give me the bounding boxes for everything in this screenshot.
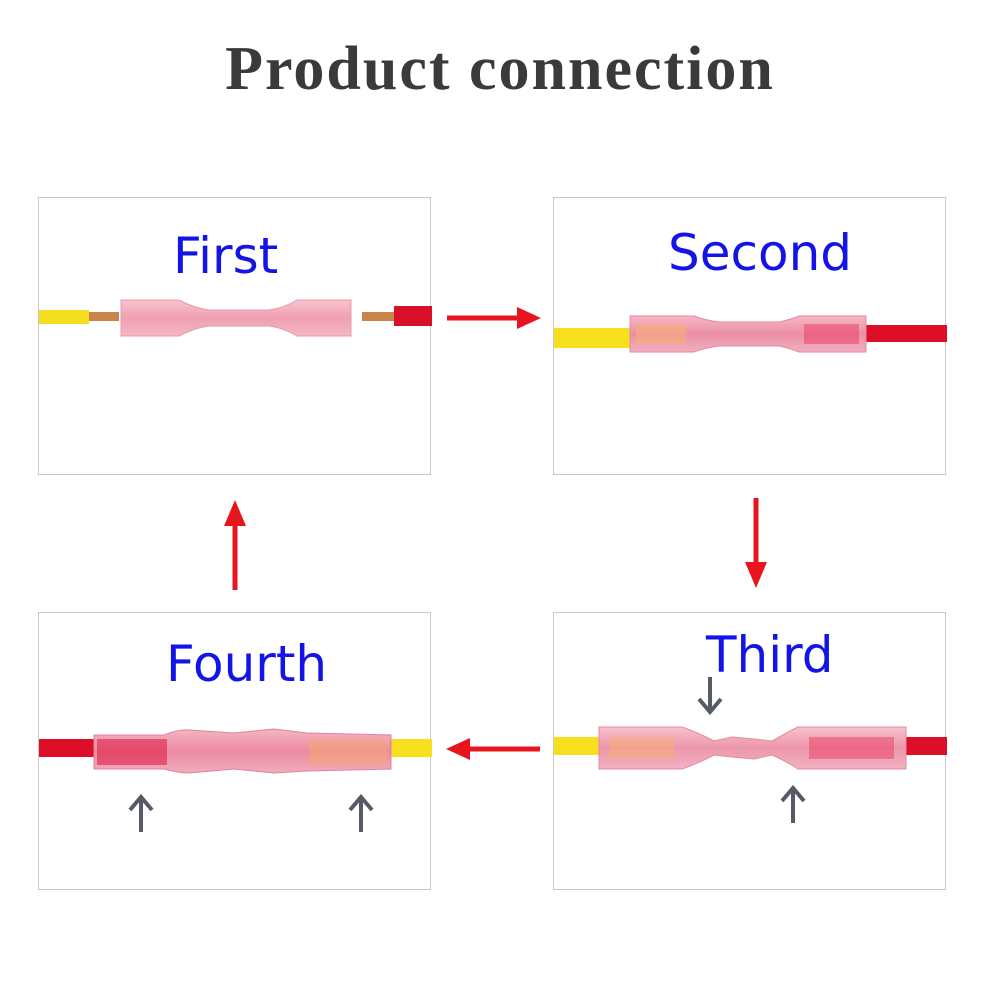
third-connector-illustration bbox=[554, 726, 947, 770]
red-up-arrow-icon bbox=[224, 500, 246, 590]
heat-shrink-sleeve bbox=[598, 726, 907, 770]
yellow-wire bbox=[39, 310, 89, 324]
panel-first: First bbox=[38, 197, 432, 475]
red-wire bbox=[864, 325, 947, 342]
red-wire bbox=[39, 739, 99, 757]
second-connector-illustration bbox=[554, 315, 947, 353]
page-title: Product connection bbox=[225, 35, 775, 103]
red-left-arrow-icon bbox=[446, 738, 540, 760]
panel-fourth: Fourth bbox=[38, 612, 432, 890]
step-label-fourth: Fourth bbox=[166, 635, 328, 693]
heat-shrink-sleeve bbox=[120, 299, 352, 337]
panel-third: Third bbox=[553, 612, 947, 890]
copper-strand bbox=[362, 312, 394, 321]
red-wire bbox=[394, 306, 432, 326]
heat-shrink-sleeve bbox=[629, 315, 867, 353]
first-connector-illustration bbox=[39, 299, 432, 337]
copper-strand bbox=[89, 312, 119, 321]
yellow-wire bbox=[554, 737, 604, 755]
red-down-arrow-icon bbox=[745, 498, 767, 588]
panel-second: Second bbox=[553, 197, 947, 475]
red-wire bbox=[904, 737, 947, 755]
red-right-arrow-icon bbox=[447, 307, 541, 329]
gray-up-arrow-icon bbox=[780, 785, 806, 823]
gray-down-arrow-icon bbox=[697, 677, 723, 715]
step-label-first: First bbox=[173, 227, 279, 285]
gray-up-arrow-icon bbox=[348, 794, 374, 832]
step-label-third: Third bbox=[706, 626, 834, 684]
step-label-second: Second bbox=[668, 224, 853, 282]
yellow-wire bbox=[554, 328, 634, 348]
yellow-wire bbox=[384, 739, 432, 757]
gray-up-arrow-icon bbox=[128, 794, 154, 832]
fourth-connector-illustration bbox=[39, 728, 432, 774]
